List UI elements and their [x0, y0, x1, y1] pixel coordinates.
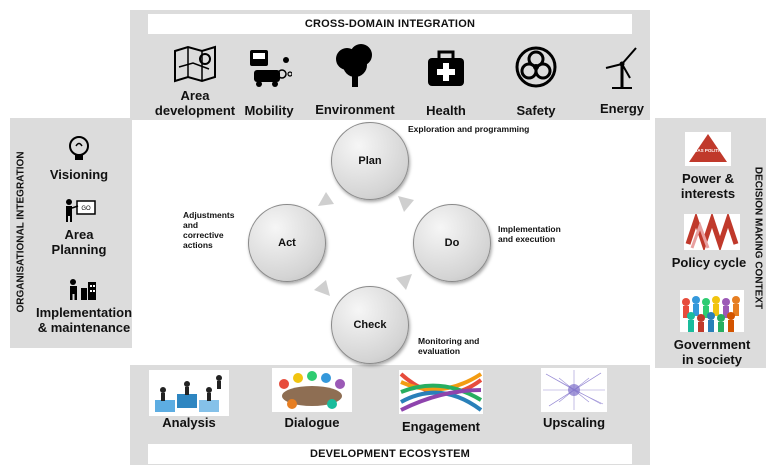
- colored-strands-image: [399, 370, 483, 414]
- left-item-implementation: Implementation & maintenance: [34, 278, 134, 335]
- map-icon: [174, 45, 216, 83]
- right-item-government: Government in society: [672, 290, 752, 367]
- bottom-item-analysis: Analysis: [146, 370, 232, 430]
- cycle-do: Do: [413, 204, 491, 282]
- cycle-plan: Plan: [331, 122, 409, 200]
- do-note: Implementation and execution: [498, 224, 561, 244]
- domain-environment: Environment: [310, 43, 400, 117]
- tree-icon: [336, 44, 372, 87]
- arrow-check-to-act: [314, 280, 330, 296]
- domain-mobility: Mobility: [240, 48, 298, 118]
- bottom-item-upscaling: Upscaling: [536, 368, 612, 430]
- puzzle-people-image: [149, 370, 229, 416]
- plan-note: Exploration and programming: [408, 124, 530, 134]
- domain-label: Health: [426, 103, 466, 118]
- check-note: Monitoring and evaluation: [418, 336, 480, 356]
- domain-health: Health: [418, 48, 474, 118]
- domain-label: Environment: [315, 102, 395, 117]
- arrow-do-to-check: [396, 274, 412, 290]
- network-image: [541, 368, 607, 412]
- left-item-visioning: Visioning: [34, 136, 124, 182]
- left-band: [10, 118, 132, 348]
- domain-label: Energy: [599, 101, 645, 116]
- round-table-image: [272, 368, 352, 412]
- cycle-check: Check: [331, 286, 409, 364]
- domain-label: Area development: [154, 88, 236, 118]
- builder-icon: [70, 279, 96, 300]
- biohazard-icon: [515, 46, 557, 88]
- cross-domain-title: CROSS-DOMAIN INTEGRATION: [148, 14, 632, 34]
- svg-text:GO: GO: [81, 206, 91, 212]
- lightbulb-icon: [69, 136, 89, 160]
- wind-turbine-icon: [605, 47, 637, 89]
- development-ecosystem-title: DEVELOPMENT ECOSYSTEM: [148, 444, 632, 464]
- bottom-item-label: Dialogue: [284, 415, 340, 430]
- right-item-label: Policy cycle: [671, 255, 747, 270]
- left-item-area-planning: GO Area Planning: [34, 198, 124, 257]
- domain-label: Safety: [516, 103, 556, 118]
- domain-safety: Safety: [508, 46, 564, 118]
- cycle-act: Act: [248, 204, 326, 282]
- bottom-item-label: Upscaling: [542, 415, 606, 430]
- bottom-item-label: Analysis: [162, 415, 216, 430]
- left-item-label: Implementation & maintenance: [35, 305, 133, 335]
- domain-label: Mobility: [244, 103, 294, 118]
- arrow-plan-to-do: [398, 196, 414, 212]
- right-item-label: Government in society: [673, 337, 751, 367]
- domain-area-development: Area development: [152, 45, 238, 118]
- first-aid-kit-icon: [428, 50, 464, 86]
- right-item-label: Power & interests: [680, 171, 736, 201]
- bottom-item-engagement: Engagement: [396, 370, 486, 434]
- presenter-icon: GO: [66, 199, 96, 222]
- crowd-image: [680, 290, 744, 332]
- policy-cycle-image: [684, 212, 740, 252]
- arrow-act-to-plan: [318, 192, 334, 206]
- svg-text:TRIAS POLITICA: TRIAS POLITICA: [690, 148, 726, 153]
- right-item-policy-cycle: Policy cycle: [672, 212, 752, 270]
- bottom-item-dialogue: Dialogue: [268, 368, 356, 430]
- bus-car-bike-icon: [250, 50, 293, 87]
- trias-politica-image: TRIAS POLITICA: [685, 132, 731, 166]
- left-item-label: Visioning: [49, 167, 109, 182]
- act-note: Adjustments and corrective actions: [183, 210, 235, 250]
- left-item-label: Area Planning: [51, 227, 107, 257]
- domain-energy: Energy: [594, 44, 650, 116]
- bottom-item-label: Engagement: [401, 419, 480, 434]
- right-item-power: TRIAS POLITICA Power & interests: [672, 132, 744, 201]
